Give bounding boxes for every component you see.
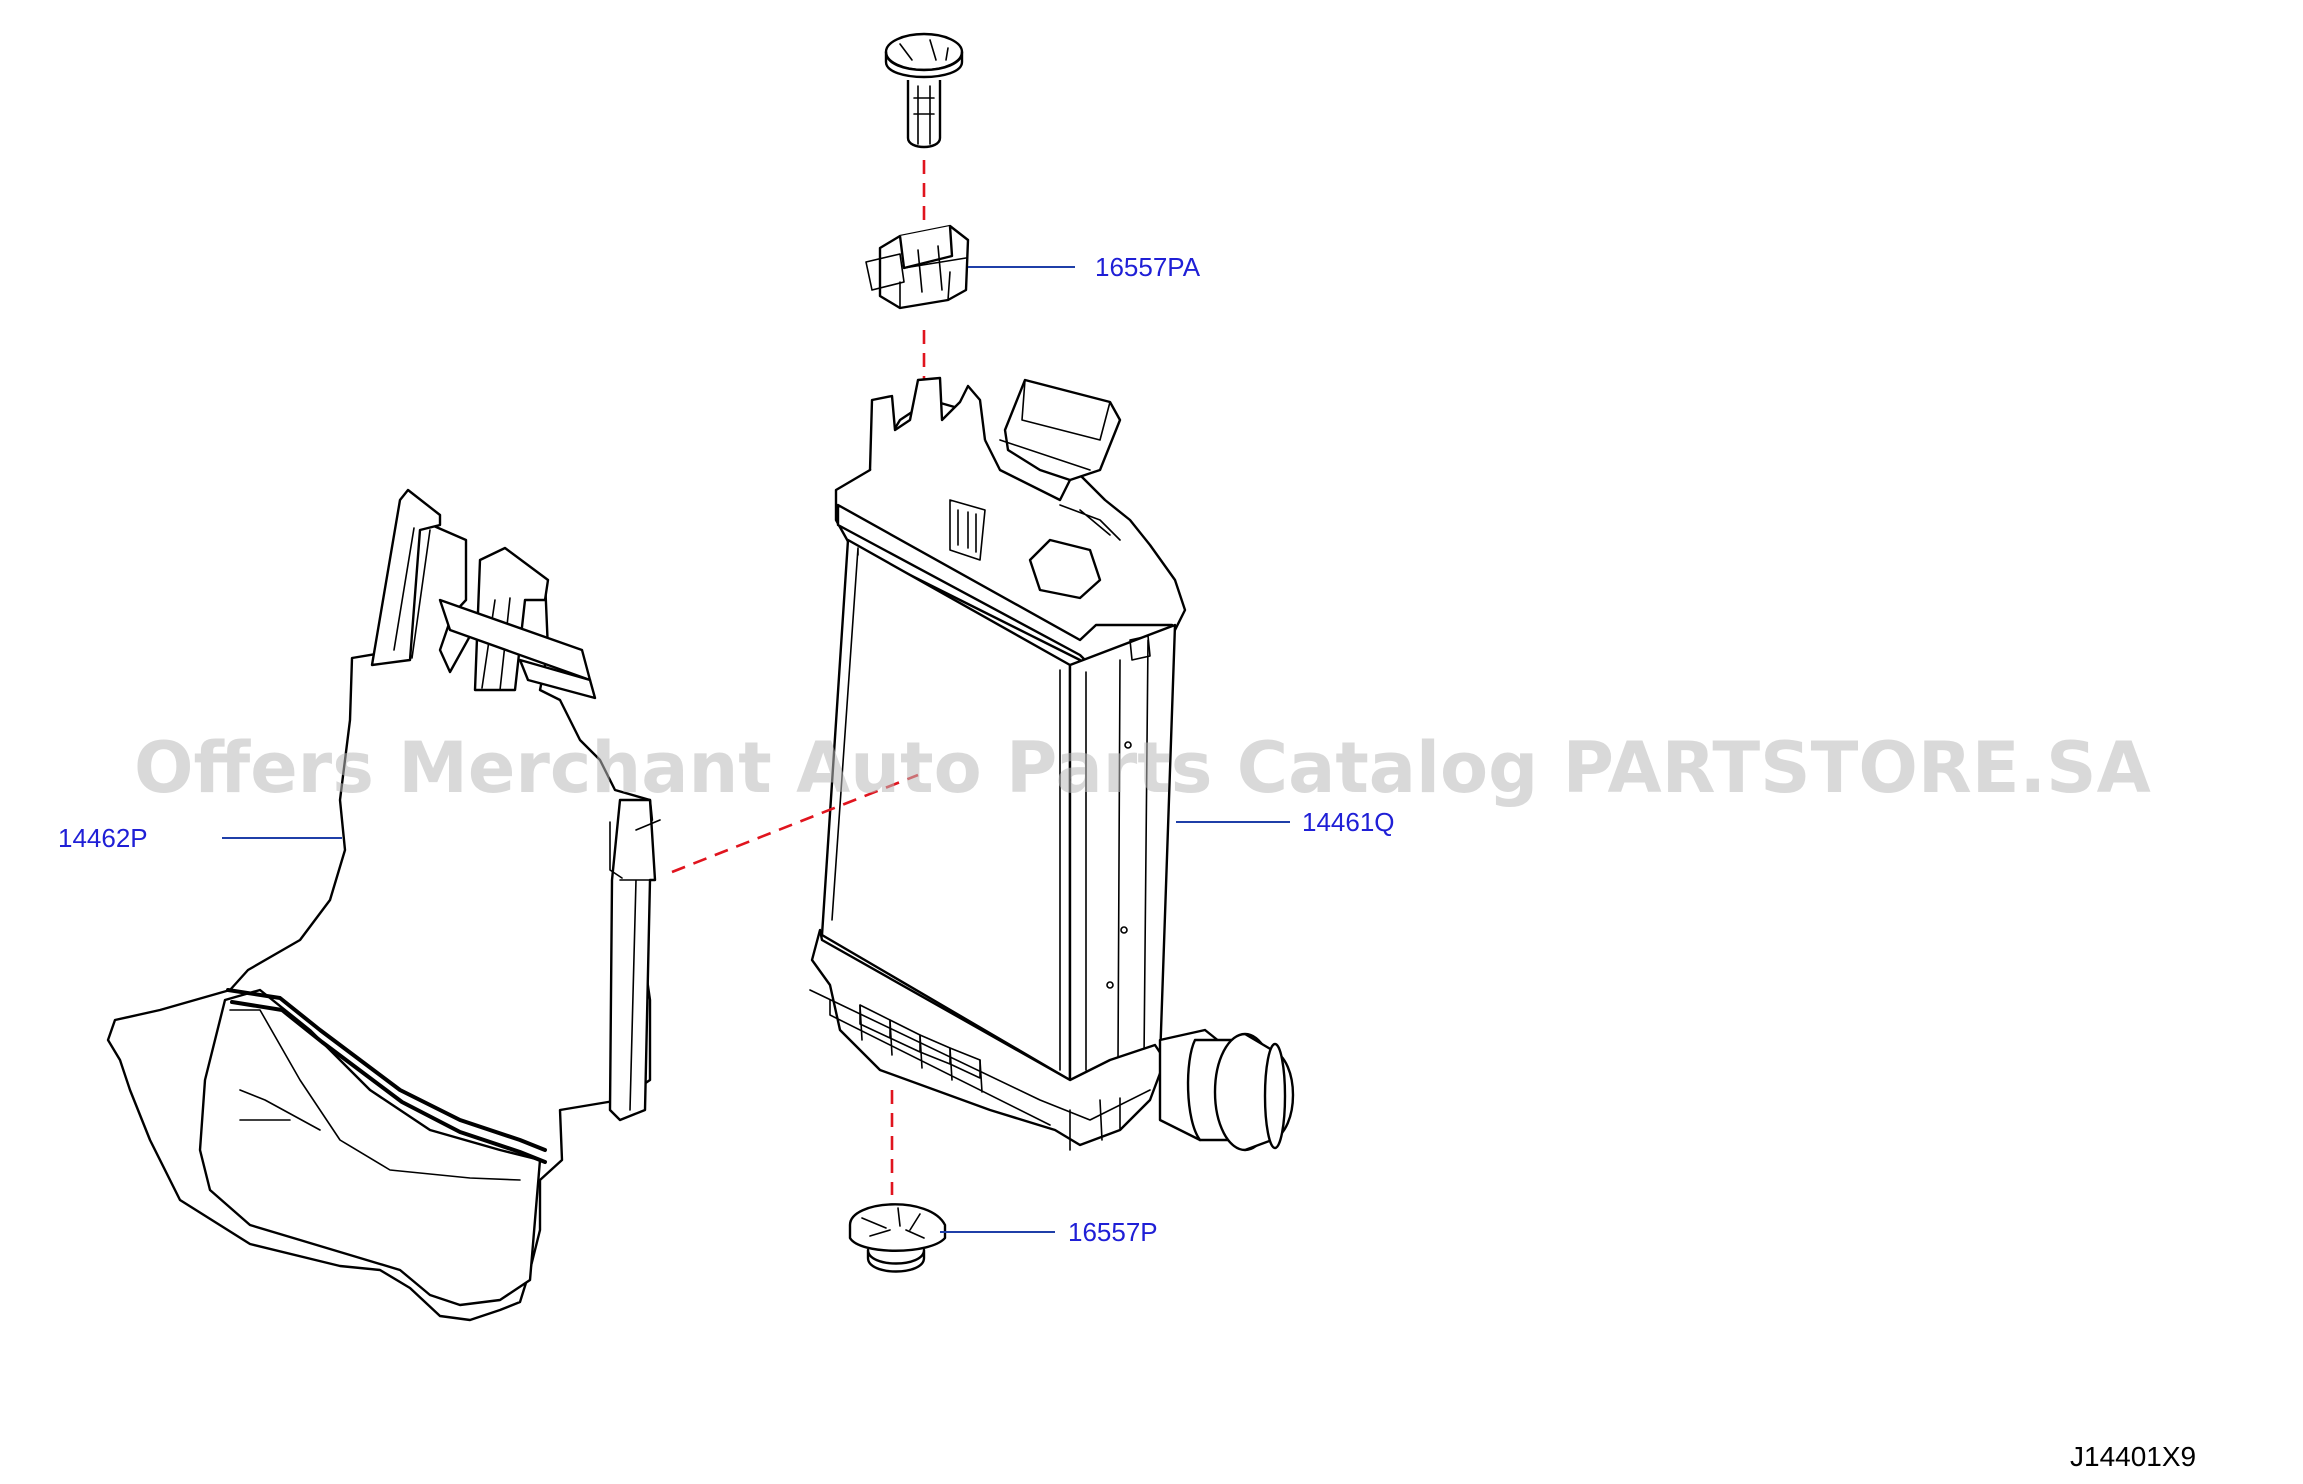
mount-grommet-part[interactable]: [848, 1203, 947, 1273]
intercooler-part[interactable]: [809, 376, 1295, 1152]
drawing-code: J14401X9: [2070, 1441, 2196, 1472]
assembly-axis-duct: [671, 773, 919, 874]
part-label-14462P[interactable]: 14462P: [58, 823, 148, 853]
part-label-16557P[interactable]: 16557P: [1068, 1217, 1158, 1247]
push-pin-fastener[interactable]: [884, 32, 964, 149]
part-label-16557PA[interactable]: 16557PA: [1095, 252, 1201, 282]
air-duct-part[interactable]: [106, 488, 661, 1322]
clip-bracket-part[interactable]: [865, 224, 970, 310]
part-label-14461Q[interactable]: 14461Q: [1302, 807, 1395, 837]
watermark-text: Offers Merchant Auto Parts Catalog PARTS…: [134, 727, 2151, 809]
